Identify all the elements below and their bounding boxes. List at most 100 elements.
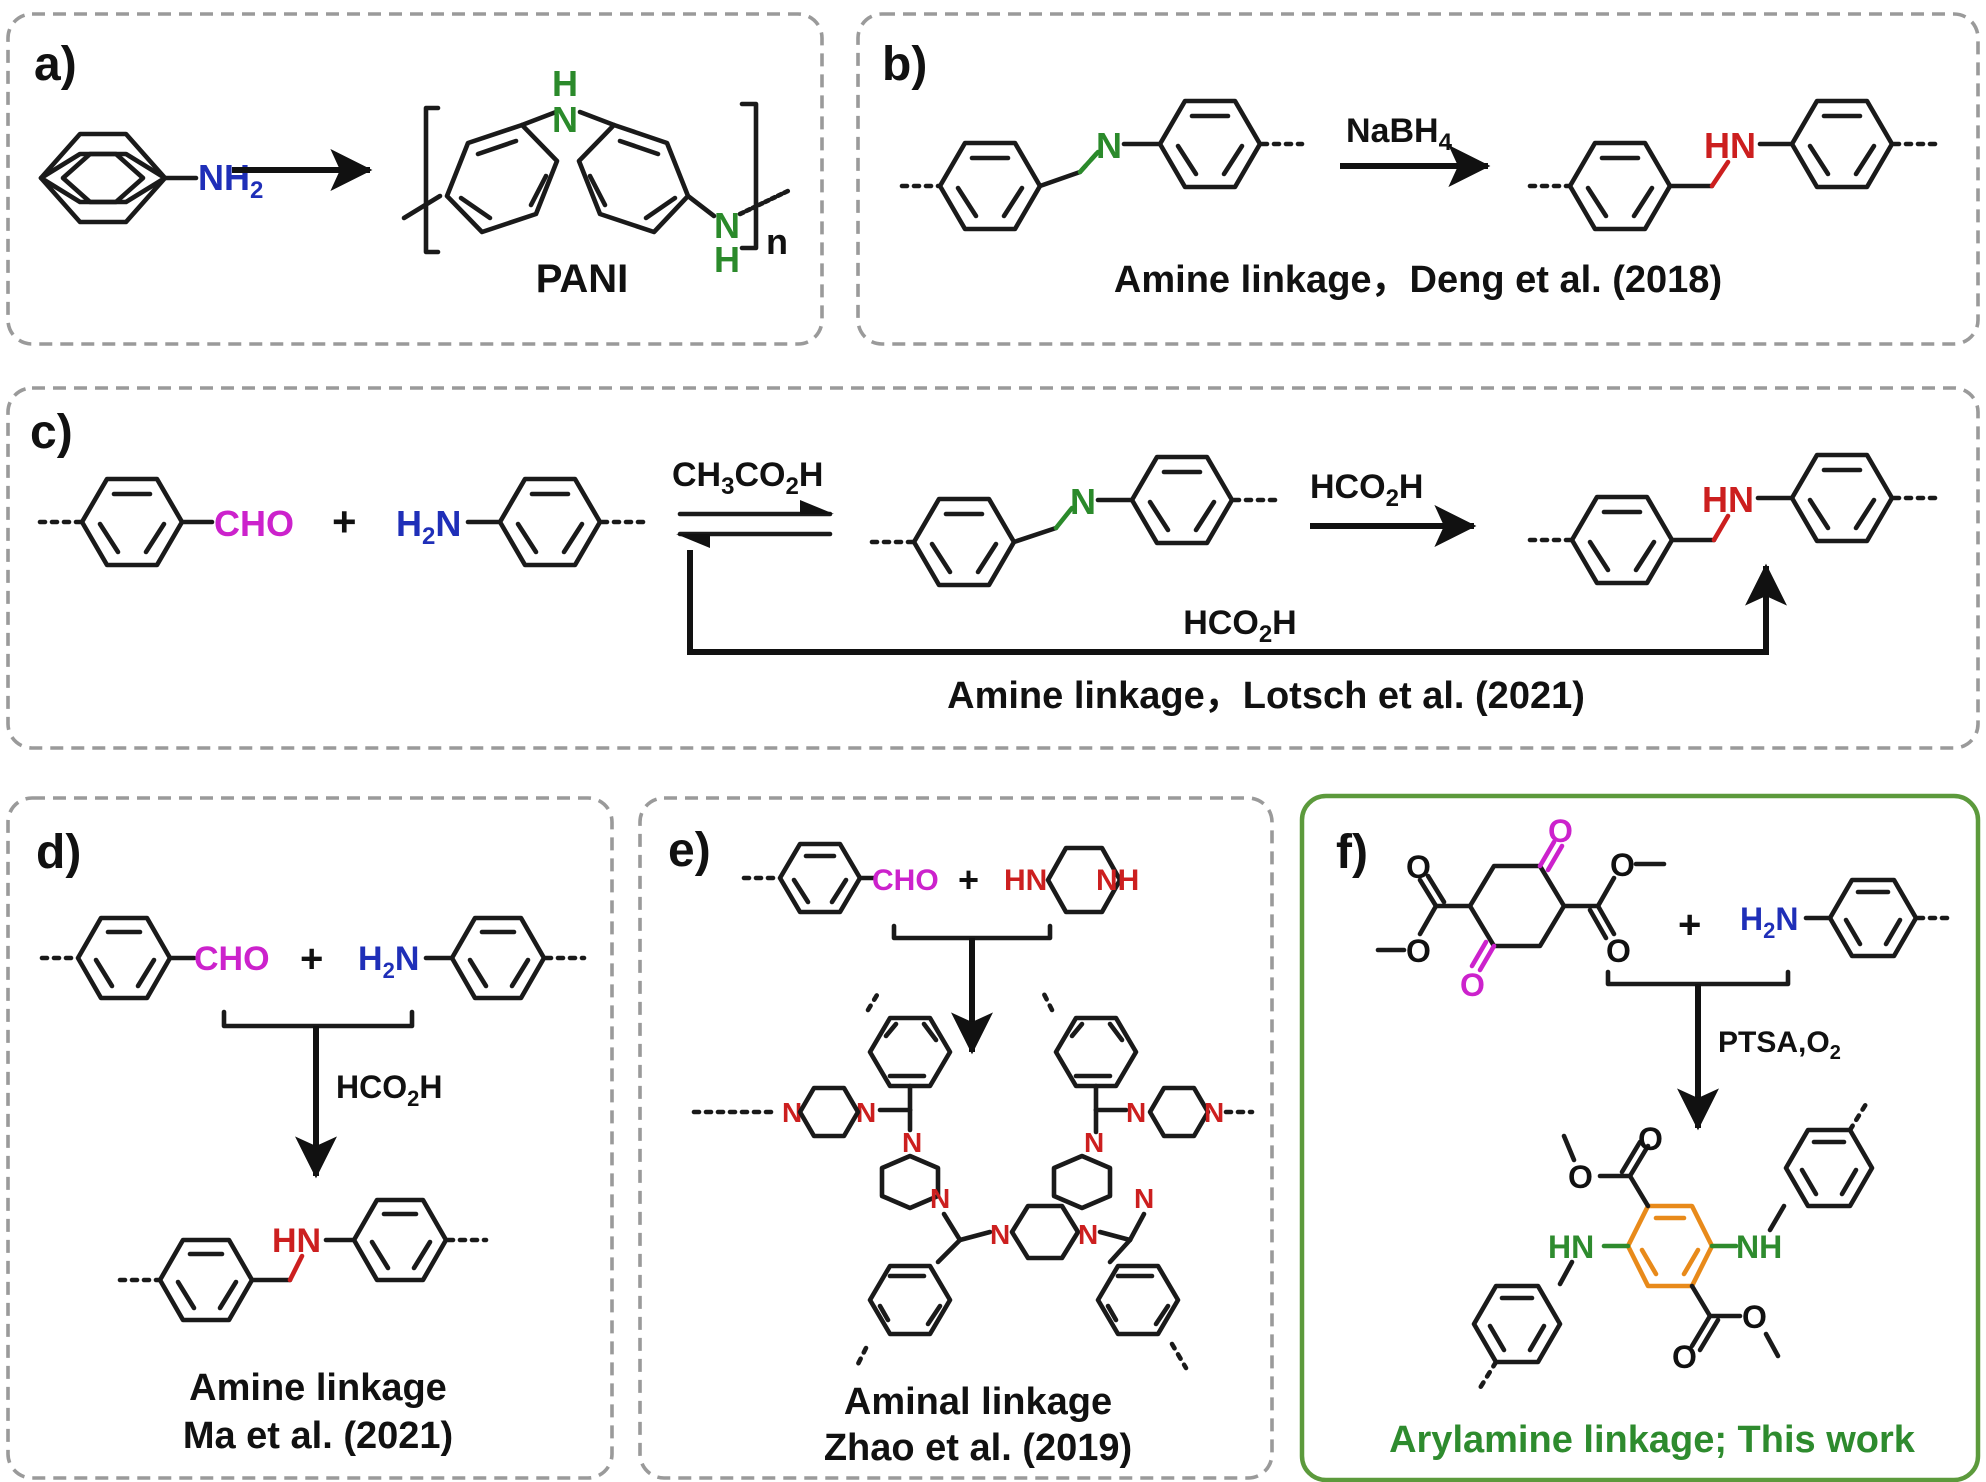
panel-e-plus: + bbox=[958, 859, 979, 900]
panel-e-pip-left-vertical bbox=[879, 1153, 941, 1211]
panel-f-border bbox=[1299, 793, 1981, 1482]
panel-f-o-ester-right-top: O bbox=[1610, 847, 1635, 883]
panel-d-ring-4 bbox=[351, 1197, 449, 1283]
panel-e-caption-line1: Aminal linkage bbox=[844, 1381, 1112, 1423]
panel-c-reagent-equilibrium: CH3CO2H bbox=[672, 456, 823, 500]
aniline-ring bbox=[38, 131, 168, 225]
pani-nh-top-h: H bbox=[552, 63, 578, 104]
panel-e-n-4: N bbox=[930, 1183, 950, 1214]
panel-e-n-7: N bbox=[1134, 1183, 1154, 1214]
pani-ring-1 bbox=[444, 122, 560, 235]
panel-e-piperazine-top bbox=[1045, 845, 1123, 915]
panel-f-label: f) bbox=[1336, 826, 1368, 879]
panel-c-direct-route-arrow bbox=[687, 550, 1787, 655]
panel-e-n-3: N bbox=[902, 1127, 922, 1158]
panel-e-caption-line2: Zhao et al. (2019) bbox=[824, 1427, 1132, 1469]
pani-bracket-right bbox=[739, 101, 759, 251]
panel-f-h2n: H2N bbox=[1740, 901, 1798, 943]
panel-e-pip-right bbox=[1147, 1085, 1211, 1139]
panel-e-pip-right-vertical bbox=[1051, 1153, 1113, 1211]
panel-f-hn: HN bbox=[1548, 1229, 1594, 1265]
panel-e-aryl-ll bbox=[867, 1263, 953, 1337]
panel-d-bracket bbox=[221, 1009, 415, 1029]
panel-f-aniline-ring bbox=[1827, 877, 1919, 959]
panel-c-ring-6 bbox=[1789, 452, 1895, 544]
panel-f-aryl-left bbox=[1471, 1283, 1563, 1365]
panel-c-plus: + bbox=[332, 498, 357, 545]
panel-d-ring-2 bbox=[449, 915, 547, 1001]
panel-f: f) O O O O O O + H2N PTSA, bbox=[1336, 813, 1957, 1461]
panel-a: a) NH2 H N N H n PANI bbox=[34, 38, 793, 301]
pani-c-n-top-left bbox=[519, 109, 559, 128]
pani-nh-end-h: H bbox=[714, 239, 740, 280]
panel-e-pip-hn: HN bbox=[1004, 864, 1047, 897]
panel-c-ring-4 bbox=[1129, 454, 1235, 546]
panel-e: e) CHO + HN NH N N N N bbox=[668, 824, 1255, 1469]
panel-e-ring-top bbox=[777, 841, 863, 915]
panel-b-ring-1 bbox=[937, 140, 1043, 232]
pani-bracket-left bbox=[423, 105, 441, 255]
panel-e-n-5: N bbox=[990, 1219, 1010, 1250]
pani-c-n-end bbox=[685, 193, 717, 219]
pani-nh-top-n: N bbox=[552, 99, 578, 140]
panel-e-n-8: N bbox=[1084, 1127, 1104, 1158]
panel-d-border bbox=[6, 796, 614, 1480]
panel-b-caption: Amine linkage，Deng et al. (2018) bbox=[1114, 259, 1722, 301]
panel-c: c) CHO + H2N CH3CO2H N bbox=[30, 406, 1939, 717]
panel-a-label: a) bbox=[34, 38, 77, 91]
panel-e-pip-nh: NH bbox=[1096, 864, 1139, 897]
panel-b-ring-2 bbox=[1157, 98, 1263, 190]
panel-c-reagent-direct: HCO2H bbox=[1183, 604, 1296, 648]
panel-d-caption-line1: Amine linkage bbox=[189, 1367, 447, 1409]
panel-c-reagent-reduction: HCO2H bbox=[1310, 468, 1423, 512]
panel-f-o-ester-left-bottom: O bbox=[1406, 933, 1431, 969]
panel-e-n-2: N bbox=[856, 1097, 876, 1128]
panel-d: d) CHO + H2N HCO2H HN Amine linkage bbox=[36, 826, 587, 1457]
panel-d-label: d) bbox=[36, 826, 81, 879]
panel-d-cho: CHO bbox=[194, 940, 270, 978]
panel-d-reagent: HCO2H bbox=[336, 1069, 442, 1111]
panel-c-ring-1 bbox=[79, 476, 185, 568]
panel-c-ring-3 bbox=[911, 496, 1017, 588]
panel-d-amine-hn: HN bbox=[272, 1222, 321, 1260]
panel-f-o-ketone-bottom: O bbox=[1460, 967, 1485, 1003]
panel-b-imine-n: N bbox=[1096, 125, 1122, 166]
pani-name: PANI bbox=[536, 257, 629, 301]
panel-f-reagent: PTSA,O2 bbox=[1718, 1026, 1841, 1064]
panel-f-nh: NH bbox=[1736, 1229, 1782, 1265]
pani-repeat-n: n bbox=[766, 221, 788, 262]
panel-f-o-prod-top-ether: O bbox=[1568, 1159, 1593, 1195]
panel-c-ring-2 bbox=[497, 476, 603, 568]
pani-c-n-top-right bbox=[577, 109, 617, 128]
panel-c-h2n: H2N bbox=[396, 503, 461, 550]
equilibrium-arrows bbox=[676, 500, 834, 548]
panel-f-caption: Arylamine linkage; This work bbox=[1389, 1419, 1916, 1461]
panel-c-imine-n: N bbox=[1070, 481, 1096, 522]
panel-b-label: b) bbox=[882, 38, 927, 91]
panel-e-cho: CHO bbox=[872, 864, 939, 897]
panel-c-caption: Amine linkage，Lotsch et al. (2021) bbox=[947, 675, 1585, 717]
panel-e-n-1: N bbox=[782, 1097, 802, 1128]
panel-f-plus: + bbox=[1678, 903, 1701, 947]
panel-e-n-9: N bbox=[1126, 1097, 1146, 1128]
panel-f-bracket bbox=[1605, 969, 1791, 987]
pani-right-tail bbox=[737, 187, 793, 217]
panel-b-reagent: NaBH4 bbox=[1346, 112, 1453, 156]
panel-e-aryl-ur bbox=[1053, 1015, 1139, 1089]
panel-c-amine-hn: HN bbox=[1702, 479, 1754, 520]
panel-b-ring-4 bbox=[1789, 98, 1895, 190]
panel-d-ring-1 bbox=[75, 915, 173, 1001]
panel-f-dione-ring bbox=[1467, 863, 1567, 949]
panel-e-aryl-lr bbox=[1095, 1263, 1181, 1337]
panel-f-o-prod-top-carbonyl: O bbox=[1638, 1121, 1663, 1157]
panel-f-o-prod-bottom-ether: O bbox=[1742, 1299, 1767, 1335]
panel-d-plus: + bbox=[300, 937, 323, 981]
panel-e-n-10: N bbox=[1204, 1097, 1224, 1128]
panel-f-o-ester-left-top: O bbox=[1406, 849, 1431, 885]
pani-left-tail bbox=[401, 193, 443, 221]
panel-e-n-6: N bbox=[1078, 1219, 1098, 1250]
panel-d-ring-3 bbox=[157, 1237, 255, 1323]
panel-f-o-ester-right-bottom: O bbox=[1606, 933, 1631, 969]
panel-c-cho: CHO bbox=[214, 503, 294, 544]
